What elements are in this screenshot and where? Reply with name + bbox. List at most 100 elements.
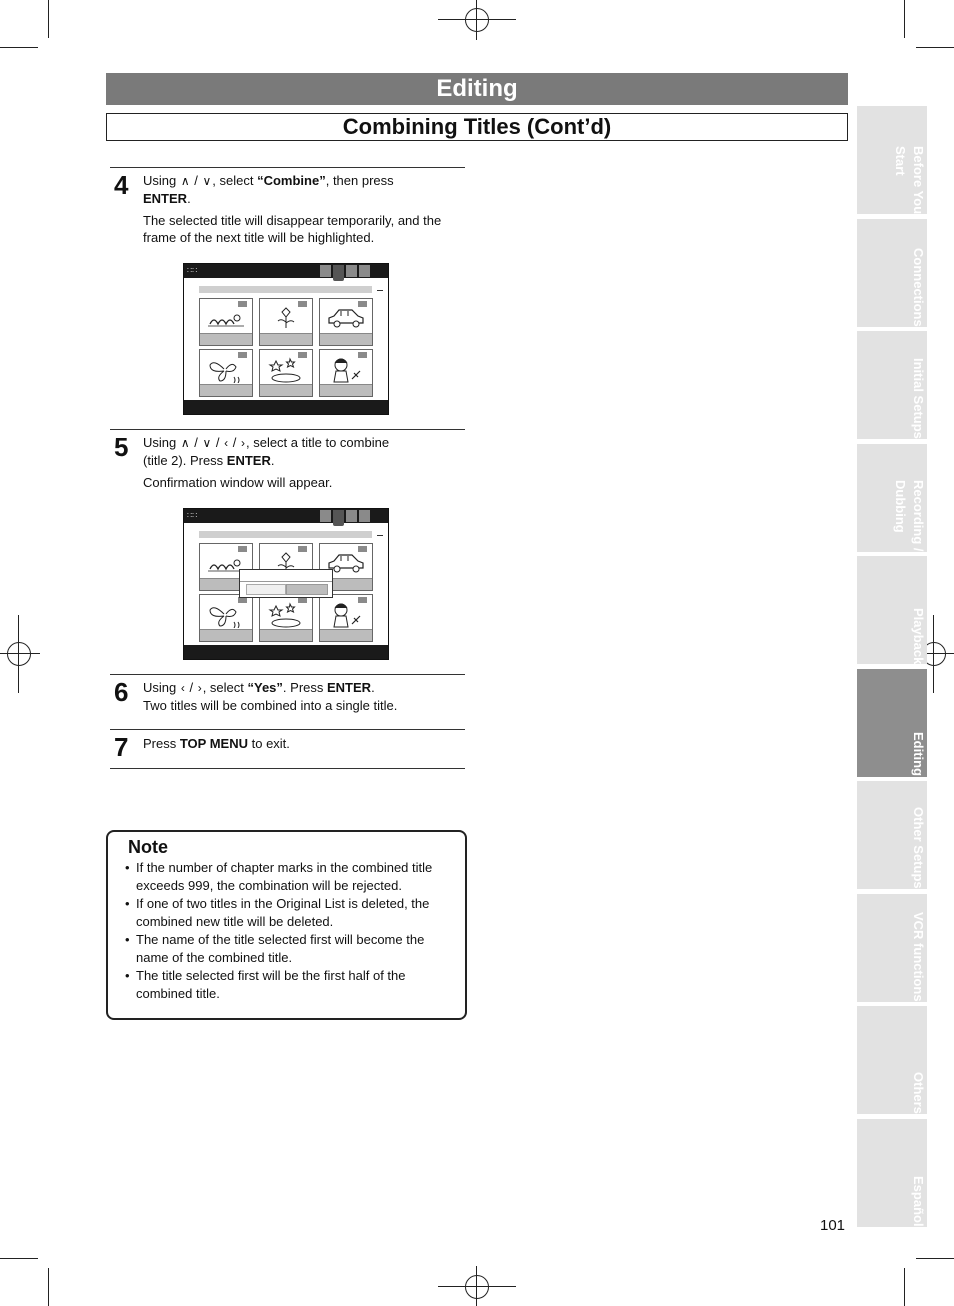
thumbnail-marker	[358, 597, 367, 603]
butterfly-icon	[209, 362, 240, 383]
screen-tab-button[interactable]	[346, 510, 357, 522]
side-tab-other-setups[interactable]: Other Setups	[857, 781, 927, 889]
registration-line	[438, 19, 516, 20]
registration-line	[18, 615, 19, 693]
confirmation-dialog	[239, 569, 333, 598]
note-item: If the number of chapter marks in the co…	[124, 859, 454, 895]
crop-mark	[904, 1268, 905, 1306]
side-tab-before-you-start[interactable]: Before You Start	[857, 106, 927, 214]
side-tab-label: Initial Setups	[911, 358, 926, 439]
title-thumbnail[interactable]	[199, 594, 253, 642]
side-tab-label: Before You Start	[893, 145, 926, 214]
thumbnail-marker	[238, 546, 247, 552]
registration-mark	[465, 1275, 489, 1299]
registration-line	[476, 0, 477, 40]
crop-mark	[916, 47, 954, 48]
step-divider	[110, 674, 465, 675]
side-tab-label: Others	[911, 1072, 926, 1114]
title-thumbnail[interactable]	[259, 594, 313, 642]
flower-icon	[277, 307, 295, 328]
title-thumbnail[interactable]	[199, 349, 253, 397]
menu-grid-icon: ∷∷	[187, 511, 198, 520]
screen-confirmation-step5: ∷∷	[183, 508, 389, 660]
side-tab-initial-setups[interactable]: Initial Setups	[857, 331, 927, 439]
screen-combine-step4: ∷∷	[183, 263, 389, 415]
title-thumbnail[interactable]	[259, 349, 313, 397]
screen-tab-button[interactable]	[359, 510, 370, 522]
crop-mark	[916, 1258, 954, 1259]
left-icon: ‹	[224, 436, 229, 450]
step-divider	[110, 429, 465, 430]
side-tab-label: Español	[911, 1175, 926, 1227]
keyword: “Yes”	[247, 680, 283, 695]
note-title: Note	[128, 837, 168, 857]
crop-mark	[48, 0, 49, 38]
registration-line	[438, 1286, 516, 1287]
step-instruction: Press TOP MENU to exit.	[143, 736, 290, 751]
title-thumbnail[interactable]	[319, 349, 373, 397]
thumbnail-marker	[298, 301, 307, 307]
thumbnail-caption-bar	[260, 384, 312, 396]
thumbnail-marker	[298, 352, 307, 358]
yes-button[interactable]	[246, 584, 286, 595]
screen-footer-bar	[184, 400, 388, 414]
thumbnail-marker	[298, 597, 307, 603]
screen-tab-button[interactable]	[320, 265, 331, 277]
no-button[interactable]	[286, 584, 328, 595]
girl-icon	[333, 358, 361, 383]
screen-tab-button[interactable]	[359, 265, 370, 277]
crop-mark	[0, 1258, 38, 1259]
title-name-bar	[199, 531, 372, 538]
step-result: Confirmation window will appear.	[143, 475, 333, 490]
thumbnail-marker	[358, 301, 367, 307]
stars-icon	[268, 357, 301, 383]
side-tab-vcr-functions[interactable]: VCR functions	[857, 893, 927, 1002]
registration-mark	[7, 642, 31, 666]
screen-tab-button[interactable]	[333, 265, 344, 281]
thumbnail-marker	[358, 352, 367, 358]
step-divider	[110, 167, 465, 168]
screen-header-bar: ∷∷	[184, 509, 388, 526]
crop-mark	[0, 47, 38, 48]
screen-tab-button[interactable]	[333, 510, 344, 526]
note-list: If the number of chapter marks in the co…	[124, 859, 454, 1003]
step-divider	[110, 729, 465, 730]
registration-mark	[465, 8, 489, 32]
keyword: ENTER	[143, 191, 188, 206]
thumbnail-caption-bar	[200, 333, 252, 345]
side-tab-label: Connections	[911, 247, 926, 327]
step-number: 7	[114, 732, 129, 762]
step-instruction: Using ∧ / ∨, select “Combine”, then pres…	[143, 173, 394, 206]
side-tab-recording-dubbing[interactable]: Recording / Dubbing	[857, 443, 927, 552]
side-tab-connections[interactable]: Connections	[857, 218, 927, 327]
screen-tab-button[interactable]	[320, 510, 331, 522]
caterpillar-icon	[208, 314, 244, 327]
side-tab-playback[interactable]: Playback	[857, 556, 927, 664]
page-number: 101	[820, 1217, 846, 1234]
side-tab-others[interactable]: Others	[857, 1006, 927, 1114]
registration-line	[933, 615, 934, 693]
side-tab-label: Other Setups	[911, 807, 926, 889]
thumbnail-caption-bar	[320, 629, 372, 641]
side-tab-español[interactable]: Español	[857, 1118, 927, 1227]
note-box: Note If the number of chapter marks in t…	[106, 830, 467, 1020]
screen-tab-button[interactable]	[346, 265, 357, 277]
step-instruction: Using ‹ / ›, select “Yes”. Press ENTER.T…	[143, 680, 398, 713]
side-tab-label: Playback	[911, 607, 926, 664]
title-thumbnail[interactable]	[199, 298, 253, 346]
side-tab-label: Editing	[911, 732, 926, 777]
girl-icon	[333, 603, 361, 628]
left-icon: ‹	[180, 681, 185, 695]
side-tab-editing[interactable]: Editing	[857, 668, 927, 777]
title-thumbnail[interactable]	[319, 594, 373, 642]
side-tab-label: VCR functions	[911, 911, 926, 1002]
up-icon: ∧	[180, 436, 190, 450]
menu-grid-icon: ∷∷	[187, 266, 198, 275]
page-indicator-dash	[377, 290, 383, 291]
title-thumbnail[interactable]	[259, 298, 313, 346]
step-number: 5	[114, 432, 129, 462]
thumbnail-caption-bar	[320, 384, 372, 396]
title-thumbnail[interactable]	[319, 298, 373, 346]
car-icon	[328, 554, 364, 573]
step-instruction: Using ∧ / ∨ / ‹ / ›, select a title to c…	[143, 435, 390, 468]
